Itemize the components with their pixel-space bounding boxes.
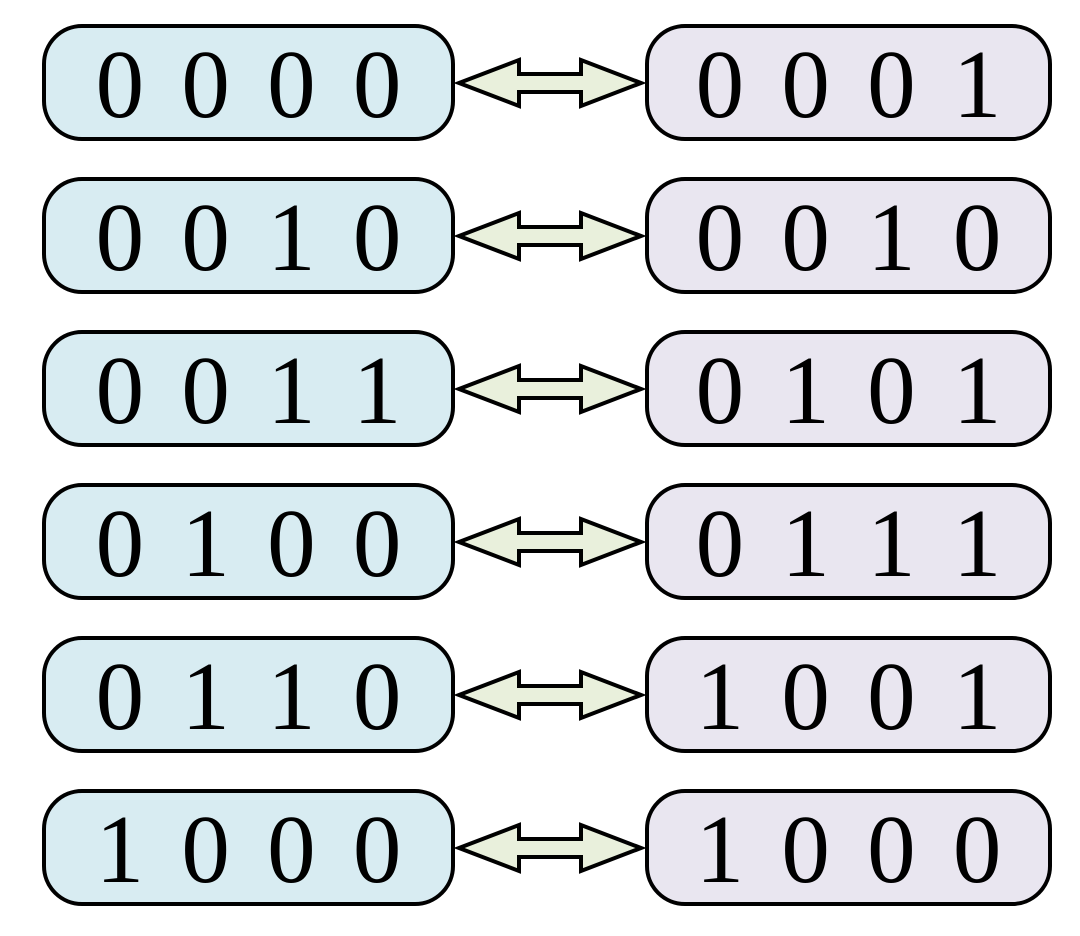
right-code-box: 1 0 0 1	[645, 636, 1052, 753]
binary-code: 0 0 0 1	[695, 31, 1002, 138]
binary-code: 0 0 1 1	[95, 337, 402, 444]
double-arrow-icon	[453, 55, 647, 111]
left-code-box: 0 1 0 0	[42, 483, 455, 600]
left-code-box: 1 0 0 0	[42, 789, 455, 906]
mapping-row: 0 0 1 1 0 1 0 1	[42, 330, 1080, 447]
double-arrow-icon	[453, 667, 647, 723]
right-code-box: 1 0 0 0	[645, 789, 1052, 906]
binary-code: 1 0 0 0	[695, 796, 1002, 903]
binary-code: 0 1 0 0	[95, 490, 402, 597]
left-code-box: 0 1 1 0	[42, 636, 455, 753]
double-arrow-icon	[453, 361, 647, 417]
binary-code: 1 0 0 1	[695, 643, 1002, 750]
binary-code: 0 1 1 0	[95, 643, 402, 750]
binary-code: 0 1 1 1	[695, 490, 1002, 597]
left-code-box: 0 0 0 0	[42, 24, 455, 141]
binary-code: 0 0 1 0	[95, 184, 402, 291]
left-code-box: 0 0 1 0	[42, 177, 455, 294]
binary-code: 0 1 0 1	[695, 337, 1002, 444]
double-arrow-icon	[453, 514, 647, 570]
mapping-row: 0 1 1 0 1 0 0 1	[42, 636, 1080, 753]
right-code-box: 0 1 0 1	[645, 330, 1052, 447]
double-arrow-icon	[453, 820, 647, 876]
right-code-box: 0 0 0 1	[645, 24, 1052, 141]
mapping-row: 0 1 0 0 0 1 1 1	[42, 483, 1080, 600]
mapping-row: 0 0 0 0 0 0 0 1	[42, 24, 1080, 141]
left-code-box: 0 0 1 1	[42, 330, 455, 447]
double-arrow-icon	[453, 208, 647, 264]
binary-code: 0 0 1 0	[695, 184, 1002, 291]
binary-code: 0 0 0 0	[95, 31, 402, 138]
right-code-box: 0 0 1 0	[645, 177, 1052, 294]
mapping-row: 0 0 1 0 0 0 1 0	[42, 177, 1080, 294]
right-code-box: 0 1 1 1	[645, 483, 1052, 600]
mapping-row: 1 0 0 0 1 0 0 0	[42, 789, 1080, 906]
binary-code: 1 0 0 0	[95, 796, 402, 903]
